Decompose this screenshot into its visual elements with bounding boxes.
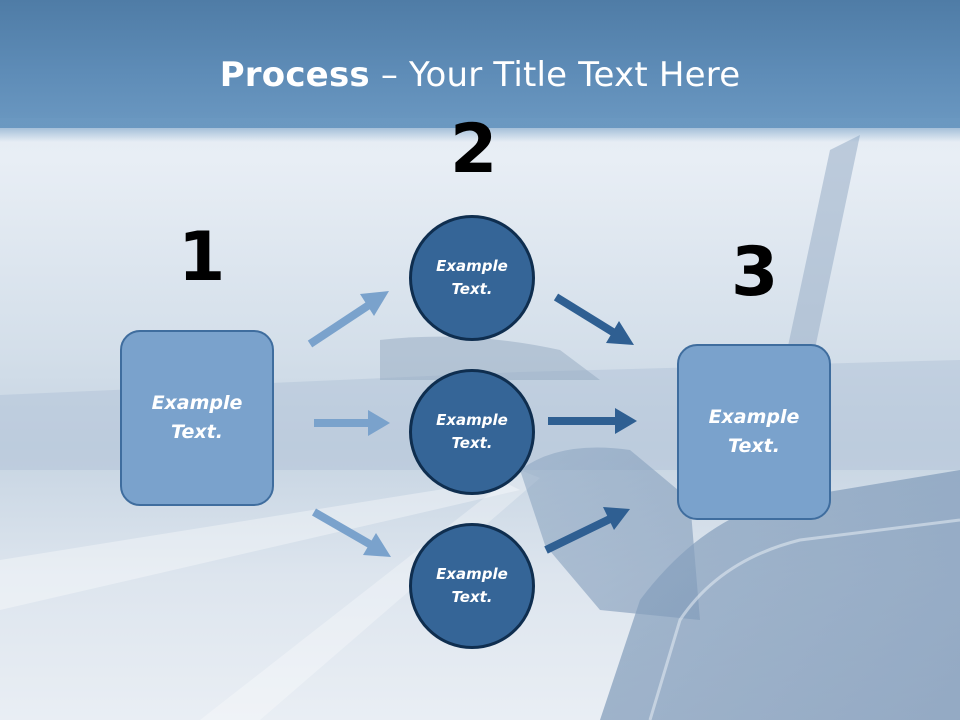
arrow-1-to-bottom xyxy=(312,508,391,557)
title-bar-fade xyxy=(0,118,960,142)
step-2-number: 2 xyxy=(450,110,498,189)
step-1-box: Example Text. xyxy=(120,330,274,506)
step-2-circle-middle: Example Text. xyxy=(409,369,535,495)
title-bar xyxy=(0,0,960,128)
step-2-circle-top: Example Text. xyxy=(409,215,535,341)
step-3-label: Example Text. xyxy=(708,406,800,457)
step-1-number: 1 xyxy=(178,218,226,297)
step-2-circle-middle-label: Example Text. xyxy=(436,411,508,452)
arrow-bottom-to-3 xyxy=(544,507,630,554)
title-rest: – Your Title Text Here xyxy=(369,55,741,95)
arrow-1-to-middle xyxy=(314,410,390,436)
title-bold: Process xyxy=(219,55,370,95)
step-3-number: 3 xyxy=(731,233,779,312)
step-2-circle-bottom: Example Text. xyxy=(409,523,535,649)
slide-title: Process – Your Title Text Here xyxy=(0,52,960,98)
arrow-top-to-3 xyxy=(553,293,634,345)
step-3-box: Example Text. xyxy=(677,344,831,520)
step-1-label: Example Text. xyxy=(151,392,243,443)
arrow-1-to-top xyxy=(307,291,389,348)
step-2-circle-bottom-label: Example Text. xyxy=(436,565,508,606)
arrow-middle-to-3 xyxy=(548,408,637,434)
step-2-circle-top-label: Example Text. xyxy=(436,257,508,298)
